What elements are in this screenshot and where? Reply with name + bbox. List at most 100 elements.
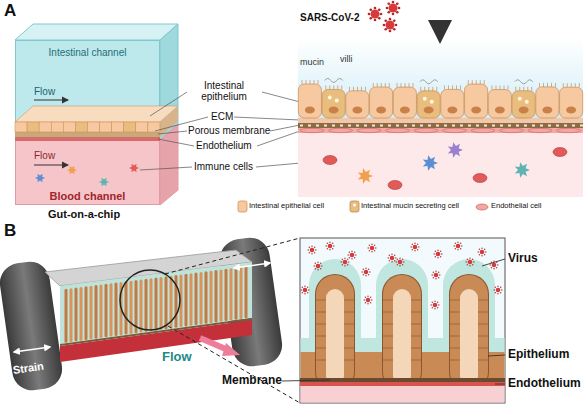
virus-spike xyxy=(467,264,468,265)
villus xyxy=(225,270,228,319)
villus xyxy=(140,281,143,331)
leader-line xyxy=(158,139,194,146)
virus-spike xyxy=(431,304,432,305)
virus-spike xyxy=(389,18,392,21)
virus-spike xyxy=(493,268,494,269)
membrane-line xyxy=(60,319,252,345)
cell-border xyxy=(411,336,421,337)
microvillus xyxy=(555,83,556,87)
cell-border xyxy=(383,324,393,325)
microvillus xyxy=(460,85,461,89)
virus-spike xyxy=(341,261,342,262)
virus-spike xyxy=(478,251,479,252)
cell-border xyxy=(383,348,393,349)
cell-nucleus xyxy=(376,107,386,114)
virus-spike xyxy=(501,289,502,290)
part-label: villi xyxy=(340,55,353,65)
zoom-circle xyxy=(120,270,180,330)
virus-spike xyxy=(412,249,413,250)
immune-cell xyxy=(35,174,45,183)
villus xyxy=(230,270,233,319)
microvillus xyxy=(519,87,520,91)
virus-particle xyxy=(436,252,441,257)
pointer-lines xyxy=(282,259,505,384)
figure-title: Gut-on-a-chip xyxy=(48,208,120,220)
membrane-pore xyxy=(316,125,319,127)
virus-particle xyxy=(371,10,380,19)
virus-spike xyxy=(500,287,501,288)
microvillus xyxy=(468,80,469,84)
villus xyxy=(240,268,243,317)
virus-particle xyxy=(343,260,348,265)
virus-spike xyxy=(344,265,345,266)
red-blood-cell xyxy=(388,181,402,190)
microvillus xyxy=(476,80,477,84)
virus-spike xyxy=(481,248,482,249)
virus-spike xyxy=(389,255,390,256)
virus-spike xyxy=(369,271,370,272)
virus-spike xyxy=(438,272,439,273)
virus-spike xyxy=(311,246,312,247)
membrane-pore xyxy=(412,125,415,127)
epithelial-cell xyxy=(536,87,559,118)
virus-particle xyxy=(496,288,501,293)
villus xyxy=(85,288,88,339)
virus-spike xyxy=(369,245,370,246)
microvillus xyxy=(428,87,429,91)
leader-line xyxy=(262,92,300,102)
epithelial-cell xyxy=(370,87,393,118)
pointer-line xyxy=(488,355,505,356)
microvillus xyxy=(385,83,386,87)
virus-particle xyxy=(480,250,485,255)
mucin-vesicle xyxy=(328,95,332,99)
cell-border xyxy=(316,324,326,325)
epithelial-cell xyxy=(136,122,148,132)
membrane-pore xyxy=(324,125,327,127)
microvillus xyxy=(508,86,509,90)
virus-spike xyxy=(347,259,348,260)
virus-spike xyxy=(369,8,372,11)
virus-spike xyxy=(435,256,436,257)
microvillus xyxy=(452,85,453,89)
membrane-pore xyxy=(564,125,567,127)
virus-particle xyxy=(303,288,308,293)
cell-border xyxy=(411,312,421,313)
virus-spike xyxy=(384,19,387,22)
microvillus xyxy=(341,85,342,89)
virus-spike xyxy=(403,261,404,262)
virus-particle xyxy=(456,244,461,249)
epithelial-cell xyxy=(63,122,75,132)
virus-spike xyxy=(479,249,480,250)
legend-text: Intestinal mucin secreting cell xyxy=(361,202,459,210)
virus-particle xyxy=(364,270,369,275)
mucin-vesicle xyxy=(423,97,427,101)
virus-spike xyxy=(314,247,315,248)
virus-spike xyxy=(374,250,375,251)
microvillus xyxy=(571,83,572,87)
channel-label: Blood channel xyxy=(50,190,126,202)
virus-spike xyxy=(329,249,330,250)
microvillus xyxy=(357,87,358,91)
virus-spike xyxy=(440,256,441,257)
membrane-pore xyxy=(428,125,431,127)
microvillus xyxy=(424,87,425,91)
virus-spike xyxy=(363,269,364,270)
cell-border xyxy=(316,360,326,361)
virus-spike xyxy=(479,254,480,255)
cell-border xyxy=(478,324,488,325)
virus-particle xyxy=(366,298,371,303)
virus-particle xyxy=(328,244,333,249)
virus-spike xyxy=(491,267,492,268)
endothelial-cell xyxy=(443,128,467,132)
entry-arrow xyxy=(438,22,442,40)
cell-border xyxy=(411,348,421,349)
epithelial-cell xyxy=(27,122,39,132)
microvillus xyxy=(310,80,311,84)
channel-label: Intestinal channel xyxy=(49,47,127,58)
leader-line xyxy=(270,125,300,131)
flow-label: Flow xyxy=(34,86,55,97)
virus-spike xyxy=(439,274,440,275)
virus-spike xyxy=(365,297,366,298)
microvillus xyxy=(436,87,437,91)
